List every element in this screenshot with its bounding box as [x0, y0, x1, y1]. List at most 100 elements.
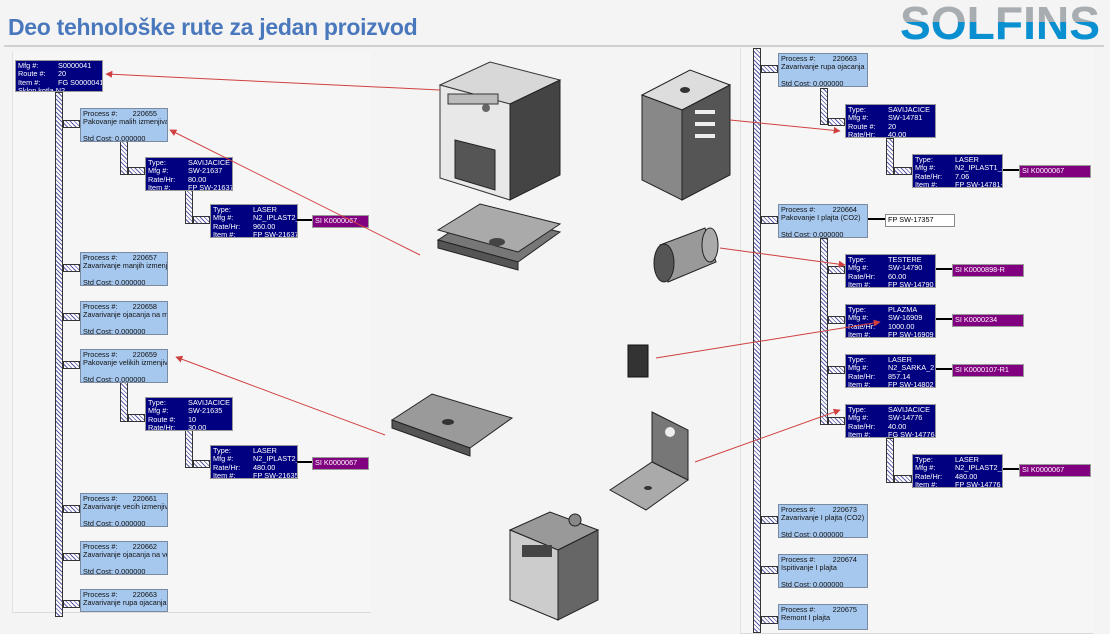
- item-tag[interactable]: SI K0000067: [1019, 165, 1091, 178]
- operation-row: Rate/Hr:40.00: [848, 130, 933, 137]
- process-label: Process #:: [781, 205, 816, 214]
- item-tag[interactable]: SI K0000067: [312, 457, 369, 470]
- operation-row: Mfg #:SW-16909: [848, 313, 933, 322]
- process-number-row: Process #:220659: [83, 350, 165, 359]
- process-description: Pakovanje malih izmenjivackih: [83, 117, 167, 127]
- process-label: Process #:: [781, 555, 816, 564]
- operation-row: Type:LASER: [915, 155, 1000, 164]
- operation-label: Type:: [915, 455, 933, 464]
- operation-value: SAVIJACICE: [888, 405, 931, 414]
- hatched-connector: [63, 505, 80, 513]
- operation-label: Mfg #:: [848, 113, 869, 123]
- root-row: Route #: 20: [18, 69, 100, 79]
- operation-value: FP SW-21635: [253, 470, 298, 479]
- std-cost-row: Std Cost: 0.000000: [83, 133, 165, 142]
- connector-line: [1003, 169, 1019, 171]
- l-bracket-image: [609, 411, 689, 511]
- process-label: Process #:: [781, 54, 816, 63]
- item-tag[interactable]: SI K0000898-R: [952, 264, 1024, 277]
- operation-row: Type:SAVIJACICE: [848, 405, 933, 414]
- hatched-connector: [63, 120, 80, 128]
- hatched-connector: [828, 417, 845, 425]
- operation-label: Item #:: [848, 329, 871, 338]
- operation-label: Rate/Hr:: [213, 221, 241, 231]
- operation-value: 480.00: [253, 462, 276, 472]
- bent-bracket-image: [640, 69, 732, 201]
- operation-row: Type:TESTERE: [848, 255, 933, 264]
- operation-label: Mfg #:: [213, 454, 234, 464]
- operation-label: Type:: [148, 158, 166, 167]
- operation-label: Type:: [848, 105, 866, 114]
- operation-value: LASER: [955, 155, 979, 164]
- arrow-plate-to-220659: [175, 355, 386, 436]
- process-label: Process #:: [83, 253, 118, 262]
- root-value: 20: [58, 69, 67, 79]
- std-cost-label: Std Cost:: [83, 133, 114, 142]
- left-route-panel[interactable]: [12, 52, 371, 613]
- arrow-plate-to-plazma: [655, 319, 881, 359]
- operation-label: Rate/Hr:: [213, 462, 241, 472]
- operation-label: Item #:: [848, 379, 871, 388]
- hatched-connector: [894, 167, 912, 175]
- root-row: Mfg #:S0000041: [18, 61, 100, 70]
- operation-label: Type:: [848, 255, 866, 264]
- process-label: Process #:: [83, 542, 118, 551]
- operation-row: Item #: FP SW-14781-10: [915, 179, 1003, 188]
- item-tag[interactable]: FP SW-17357: [885, 214, 955, 227]
- process-number: 220657: [132, 253, 157, 262]
- process-description: Zavarivanje rupa ojacanja na p: [83, 598, 167, 608]
- hatched-connector: [761, 216, 778, 224]
- stacked-plates-image: [436, 203, 562, 271]
- operation-row: Rate/Hr:960.00: [213, 221, 295, 231]
- operation-value: FP SW-14802: [888, 379, 934, 388]
- item-tag[interactable]: SI K0000234: [952, 314, 1024, 327]
- operation-label: Item #:: [915, 179, 938, 188]
- std-cost-label: Std Cost:: [83, 374, 114, 383]
- slide-title: Deo tehnološke rute za jedan proizvod: [8, 14, 418, 40]
- root-label: Route #:: [18, 69, 46, 79]
- std-cost-row: Std Cost: 0.000000: [83, 519, 165, 526]
- item-tag[interactable]: SI K0000107-R1: [952, 364, 1024, 377]
- hatched-connector: [761, 566, 778, 574]
- hatched-connector: [828, 118, 845, 126]
- operation-row: Type:SAVIJACICE: [148, 158, 230, 167]
- operation-row: Item #:FP SW-14776: [915, 480, 1001, 487]
- item-tag[interactable]: SI K0000067: [1019, 464, 1091, 477]
- std-cost-value: 0.000000: [813, 78, 844, 87]
- operation-row: Mfg #:SW-14776: [848, 413, 933, 422]
- process-number-row: Process #:220662: [83, 542, 165, 551]
- hatched-connector: [886, 438, 894, 483]
- operation-value: FP SW-14781-10: [955, 179, 1003, 188]
- operation-row: Type:LASER: [848, 355, 933, 364]
- std-cost-row: Std Cost: 0.000000: [83, 327, 165, 334]
- operation-row: Mfg #:N2_SARKA_2: [848, 363, 934, 372]
- operation-value: 80.00: [188, 174, 207, 184]
- operation-label: Mfg #:: [148, 166, 169, 176]
- operation-value: 857.14: [888, 371, 911, 381]
- operation-label: Rate/Hr:: [915, 471, 943, 481]
- link-arrows: [105, 70, 881, 463]
